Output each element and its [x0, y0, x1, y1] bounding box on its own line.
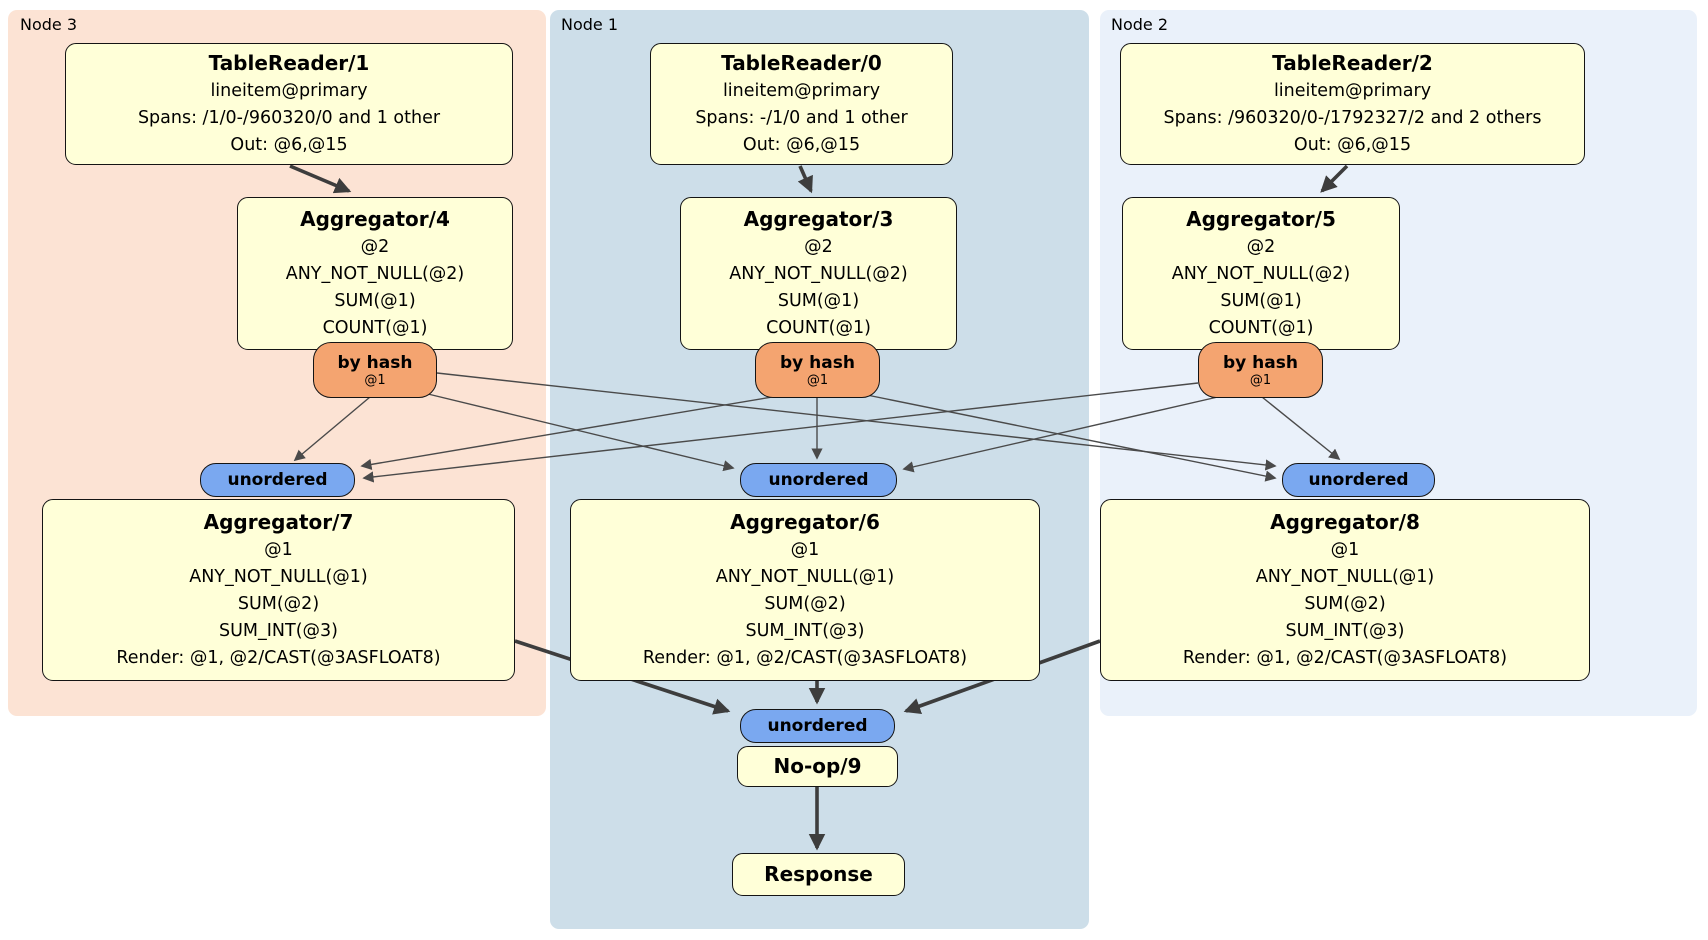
- processor-box-tablereader-1: TableReader/1 lineitem@primary Spans: /1…: [65, 43, 513, 165]
- node-label-3: Node 3: [20, 15, 78, 34]
- sync-label: unordered: [768, 470, 869, 490]
- processor-title: TableReader/1: [208, 51, 370, 75]
- processor-line: SUM(@1): [777, 291, 860, 311]
- edge-router1-sync3: [360, 395, 779, 470]
- processor-line: SUM_INT(@3): [219, 621, 338, 641]
- sync-unordered-node2: unordered: [1282, 463, 1435, 497]
- processor-line: COUNT(@1): [1208, 318, 1314, 338]
- sync-unordered-final: unordered: [740, 709, 895, 743]
- processor-line: SUM(@1): [1220, 291, 1302, 311]
- processor-title: TableReader/0: [721, 51, 882, 75]
- node-label-1: Node 1: [561, 15, 619, 34]
- processor-line: ANY_NOT_NULL(@2): [729, 264, 908, 284]
- router-detail: @1: [1249, 372, 1272, 388]
- processor-line: COUNT(@1): [766, 318, 871, 338]
- processor-line: SUM_INT(@3): [1285, 621, 1405, 641]
- processor-line: COUNT(@1): [322, 318, 428, 338]
- processor-line: Out: @6,@15: [1293, 135, 1412, 155]
- processor-box-aggregator-8: Aggregator/8 @1 ANY_NOT_NULL(@1) SUM(@2)…: [1100, 499, 1590, 681]
- processor-line: ANY_NOT_NULL(@1): [189, 567, 368, 587]
- sync-label: unordered: [1308, 470, 1409, 490]
- processor-line: SUM_INT(@3): [745, 621, 865, 641]
- processor-title: Aggregator/5: [1186, 207, 1336, 231]
- edge-tablereader1-aggregator4: [289, 164, 352, 194]
- edge-tablereader2-aggregator5: [1320, 164, 1349, 193]
- processor-line: SUM(@2): [237, 594, 320, 614]
- sync-label: unordered: [767, 716, 868, 736]
- edge-router3-sync3: [293, 396, 371, 462]
- processor-box-aggregator-3: Aggregator/3 @2 ANY_NOT_NULL(@2) SUM(@1)…: [680, 197, 957, 350]
- edge-router2-sync1: [902, 395, 1223, 473]
- processor-line: lineitem@primary: [210, 81, 368, 101]
- processor-line: SUM(@1): [334, 291, 416, 311]
- processor-line: lineitem@primary: [722, 81, 881, 101]
- processor-title: No-op/9: [773, 754, 862, 778]
- edge-router2-sync2: [1261, 396, 1341, 461]
- processor-title: Aggregator/4: [300, 207, 450, 231]
- processor-line: Spans: /1/0-/960320/0 and 1 other: [137, 108, 441, 128]
- hash-router-node2: by hash @1: [1198, 342, 1323, 398]
- processor-title: TableReader/2: [1272, 51, 1433, 75]
- processor-line: SUM(@2): [1304, 594, 1386, 614]
- processor-line: @2: [1246, 237, 1276, 257]
- processor-line: @1: [790, 540, 820, 560]
- processor-line: Spans: /960320/0-/1792327/2 and 2 others: [1163, 108, 1542, 128]
- edge-router3-sync2: [436, 372, 1277, 471]
- processor-box-tablereader-0: TableReader/0 lineitem@primary Spans: -/…: [650, 43, 953, 165]
- processor-line: Out: @6,@15: [230, 135, 348, 155]
- router-detail: @1: [806, 372, 829, 388]
- processor-line: Render: @1, @2/CAST(@3ASFLOAT8): [1182, 648, 1508, 668]
- processor-line: lineitem@primary: [1273, 81, 1432, 101]
- edge-router2-sync3: [362, 382, 1199, 483]
- processor-line: ANY_NOT_NULL(@1): [715, 567, 895, 587]
- processor-box-aggregator-5: Aggregator/5 @2 ANY_NOT_NULL(@2) SUM(@1)…: [1122, 197, 1400, 350]
- processor-line: @2: [804, 237, 833, 257]
- sync-unordered-node3: unordered: [200, 463, 355, 497]
- processor-line: @2: [360, 237, 390, 257]
- processor-line: SUM(@2): [764, 594, 846, 614]
- router-detail: @1: [364, 372, 386, 388]
- router-label: by hash: [780, 352, 855, 373]
- processor-line: ANY_NOT_NULL(@2): [1171, 264, 1351, 284]
- processor-line: Out: @6,@15: [742, 135, 861, 155]
- processor-title: Aggregator/8: [1270, 510, 1420, 534]
- sync-unordered-node1: unordered: [740, 463, 897, 497]
- processor-box-aggregator-7: Aggregator/7 @1 ANY_NOT_NULL(@1) SUM(@2)…: [42, 499, 515, 681]
- processor-box-tablereader-2: TableReader/2 lineitem@primary Spans: /9…: [1120, 43, 1585, 165]
- processor-line: Render: @1, @2/CAST(@3ASFLOAT8): [642, 648, 968, 668]
- edge-router1-sync2: [861, 393, 1277, 482]
- processor-title: Response: [764, 862, 873, 886]
- processor-line: ANY_NOT_NULL(@1): [1255, 567, 1435, 587]
- processor-box-noop-9: No-op/9: [737, 746, 898, 787]
- processor-line: ANY_NOT_NULL(@2): [285, 264, 465, 284]
- router-label: by hash: [337, 352, 413, 373]
- edge-router3-sync1: [427, 393, 735, 472]
- processor-title: Aggregator/6: [730, 510, 880, 534]
- processor-line: Render: @1, @2/CAST(@3ASFLOAT8): [116, 648, 441, 668]
- sync-label: unordered: [227, 470, 328, 490]
- processor-title: Aggregator/3: [743, 207, 894, 231]
- processor-line: Spans: -/1/0 and 1 other: [695, 108, 908, 128]
- processor-line: @1: [264, 540, 293, 560]
- processor-box-response: Response: [732, 853, 905, 896]
- edge-tablereader0-aggregator3: [797, 165, 813, 194]
- router-label: by hash: [1223, 352, 1298, 373]
- hash-router-node1: by hash @1: [755, 342, 880, 398]
- node-label-2: Node 2: [1111, 15, 1169, 34]
- hash-router-node3: by hash @1: [313, 342, 437, 398]
- processor-box-aggregator-4: Aggregator/4 @2 ANY_NOT_NULL(@2) SUM(@1)…: [237, 197, 513, 350]
- processor-line: @1: [1330, 540, 1360, 560]
- processor-title: Aggregator/7: [203, 510, 354, 534]
- processor-box-aggregator-6: Aggregator/6 @1 ANY_NOT_NULL(@1) SUM(@2)…: [570, 499, 1040, 681]
